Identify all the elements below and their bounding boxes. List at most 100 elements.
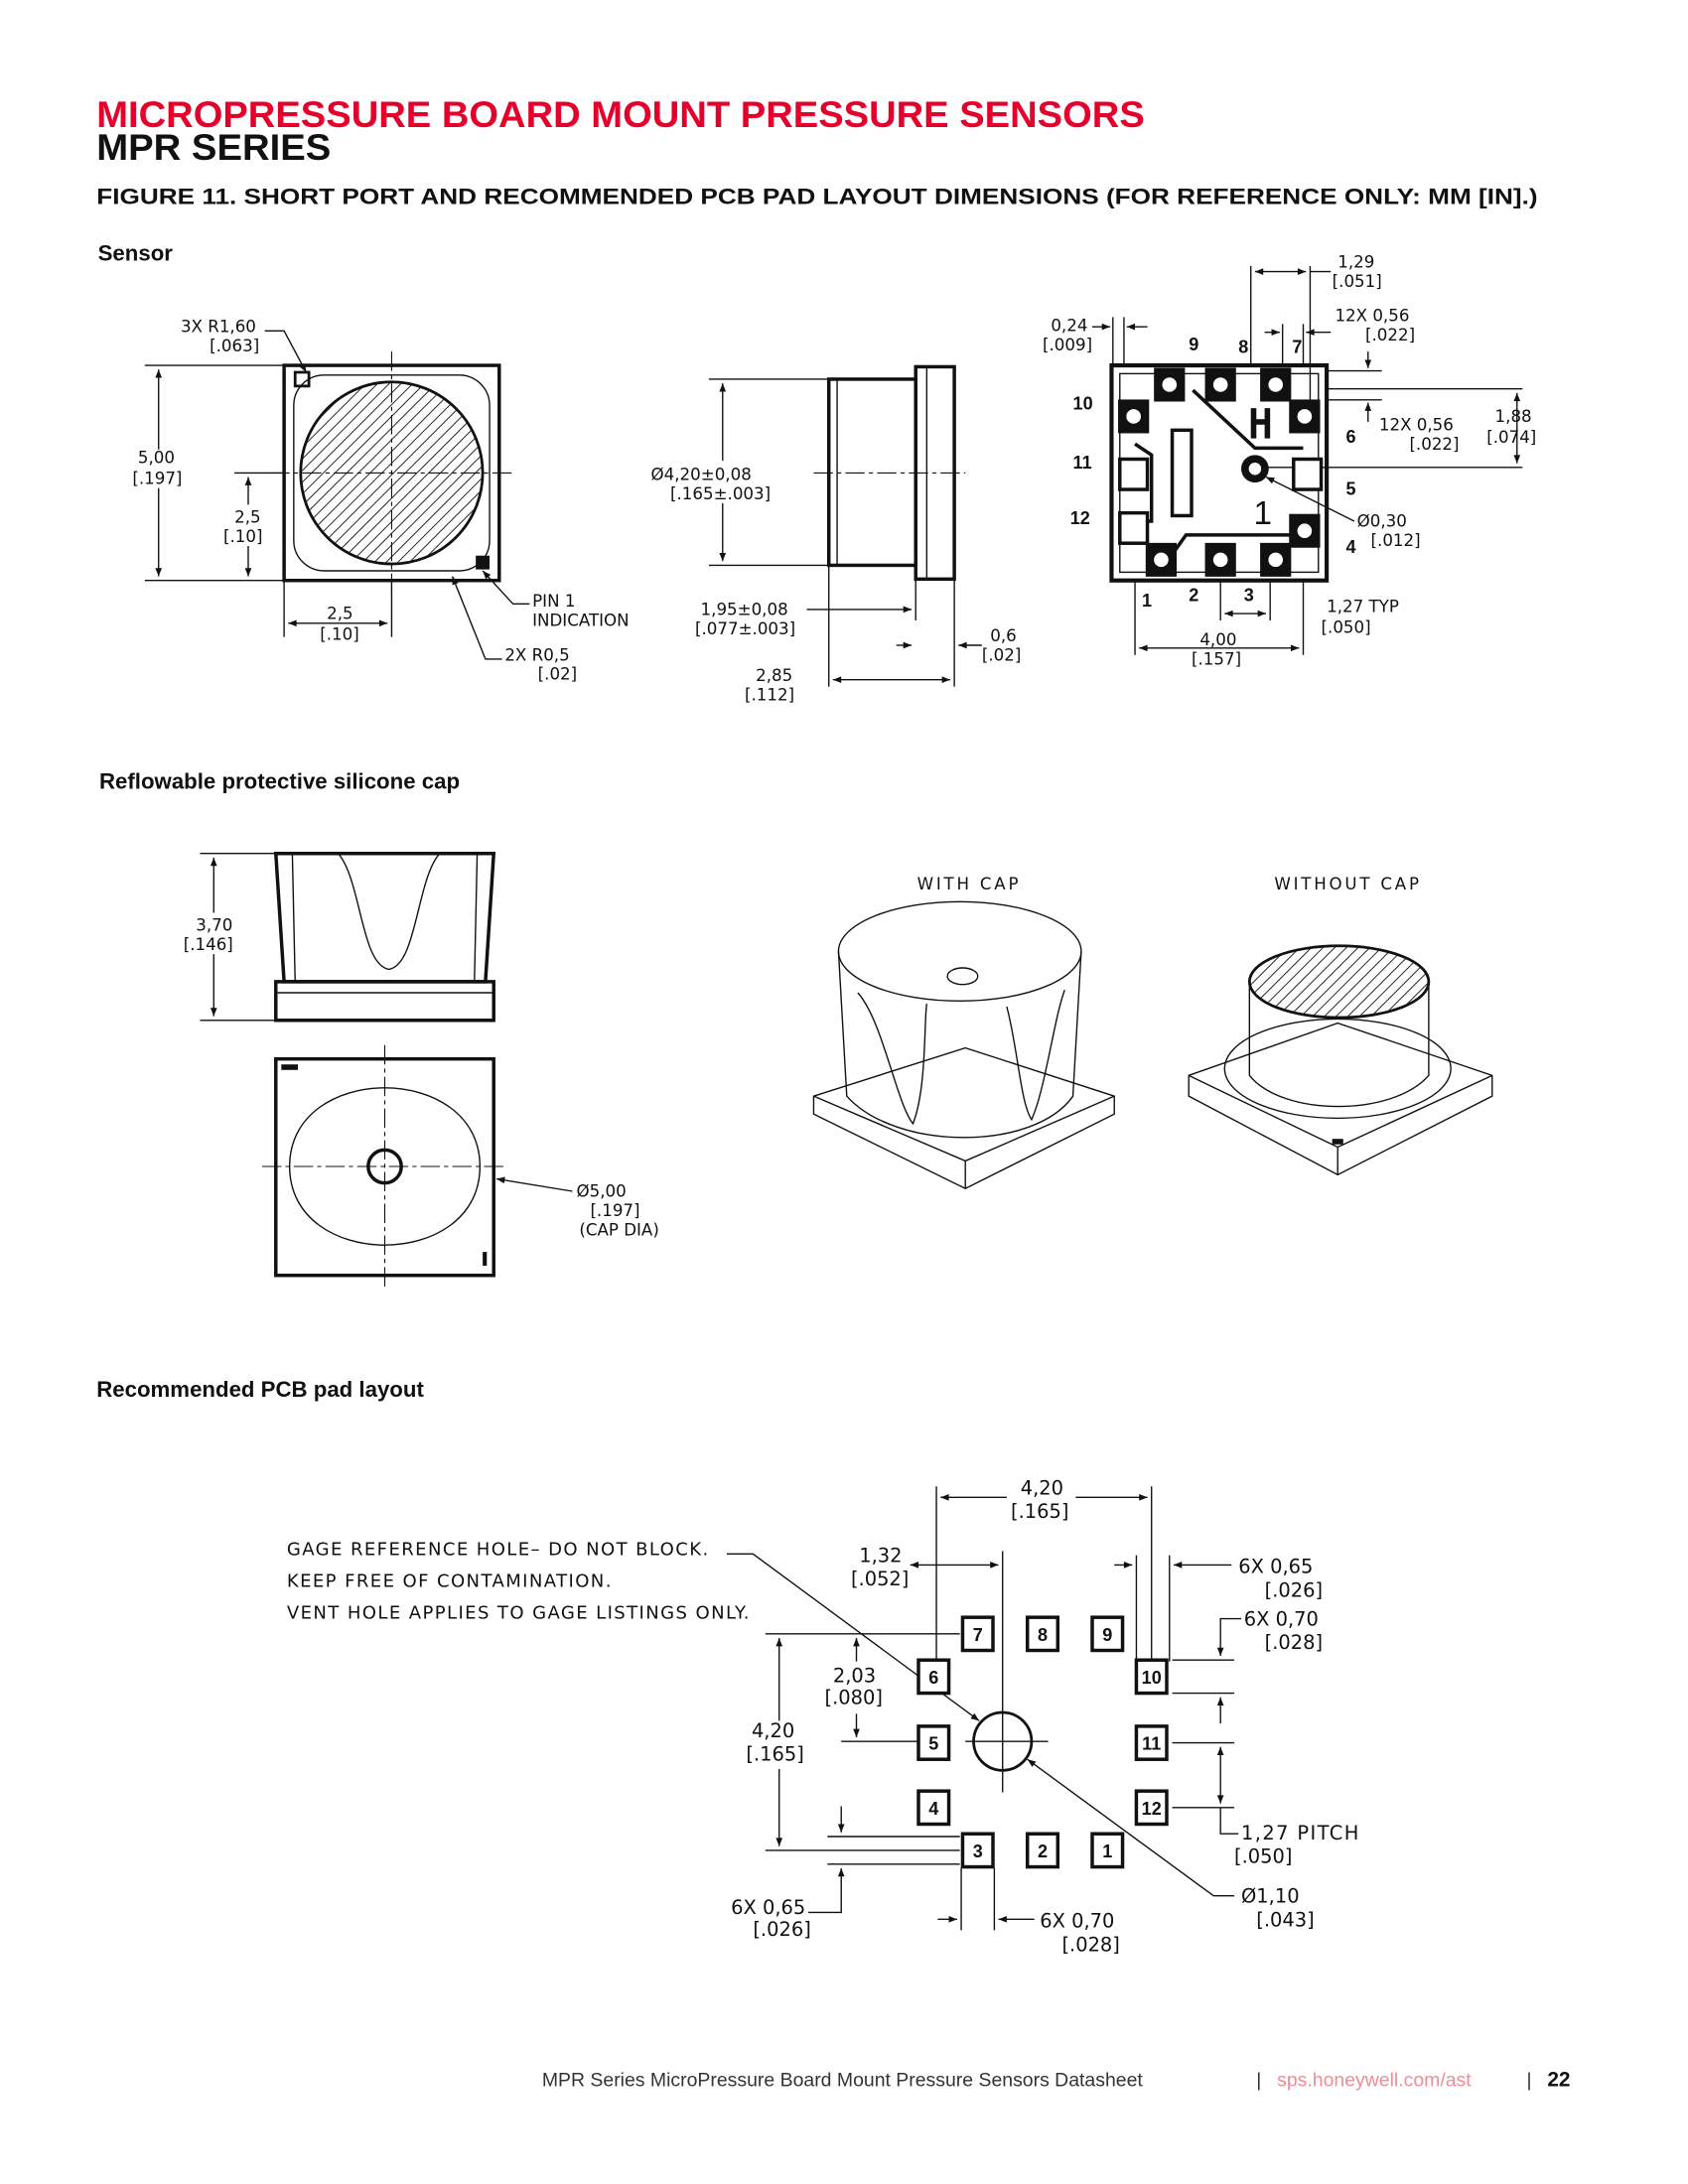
sensor-pad-2 (1204, 542, 1236, 577)
sensor-pin-label-12: 12 (1070, 508, 1090, 528)
dim-height-in: [.197] (132, 469, 182, 487)
dim-corner-radius-in: [.02] (538, 665, 578, 684)
cap-side-view: 3,70 [.146] (184, 851, 496, 1023)
pcb-pad-label: 1 (1102, 1842, 1112, 1861)
pcb-pad-label: 9 (1102, 1625, 1112, 1645)
dim-pcb-height-in: [.165] (746, 1743, 803, 1766)
dim-pad-height: 12X 0,56 (1379, 415, 1454, 434)
center-mark: 1 (1254, 495, 1273, 532)
sensor-pin-label-6: 6 (1346, 427, 1356, 447)
sensor-pad-11 (1118, 457, 1150, 491)
page-number: 22 (1547, 2068, 1570, 2091)
dim-pad-height-right-in: [.028] (1265, 1631, 1323, 1654)
dim-pcb-offset-x-in: [.052] (851, 1568, 909, 1590)
dim-height: 5,00 (138, 449, 175, 468)
dim-pad-width-right: 6X 0,65 (1238, 1556, 1313, 1578)
sensor-pad-12 (1118, 510, 1150, 545)
sensor-pin-label-11: 11 (1073, 453, 1092, 473)
sensor-pad-5 (1292, 457, 1324, 491)
dim-cap-height: 3,70 (196, 916, 232, 935)
dim-pitch: 1,27 TYP (1327, 598, 1399, 616)
dim-pcb-pitch: 1,27 PITCH (1241, 1822, 1360, 1844)
sensor-pad-10 (1118, 399, 1150, 434)
pcb-pad-9: 9 (1090, 1615, 1125, 1653)
pcb-pad-label: 10 (1142, 1668, 1162, 1688)
sensor-pad-1 (1145, 542, 1178, 577)
dim-cap-height-in: [.146] (184, 935, 233, 954)
footer-url-link[interactable]: sps.honeywell.com/ast (1277, 2069, 1472, 2091)
dim-pad-width-right-in: [.026] (1265, 1578, 1323, 1601)
sensor-bottom-view: 1 1,29 [.051] 0,24 [.009] 12X 0,56 [.022… (1043, 252, 1536, 668)
note-line-1: GAGE REFERENCE HOLE– DO NOT BLOCK. (287, 1540, 710, 1561)
dim-port-length-in: [.077±.003] (695, 619, 795, 638)
sensor-pad-3 (1260, 542, 1292, 577)
sensor-pin-label-5: 5 (1346, 479, 1356, 499)
sensor-pad-4 (1289, 513, 1321, 548)
pcb-pad-label: 7 (973, 1625, 983, 1645)
footer-doc-title: MPR Series MicroPressure Board Mount Pre… (542, 2069, 1144, 2091)
dim-port-diameter: Ø4,20±0,08 (651, 465, 752, 483)
dim-edge-in: [.009] (1043, 336, 1092, 354)
dim-pcb-offset-y: 2,03 (833, 1664, 876, 1687)
dim-pad-width-in: [.022] (1365, 326, 1415, 344)
dim-pitch-in: [.050] (1322, 618, 1371, 637)
dim-pcb-height: 4,20 (752, 1719, 794, 1742)
footer: MPR Series MicroPressure Board Mount Pre… (542, 2068, 1571, 2091)
dim-port-diameter-in: [.165±.003] (670, 484, 771, 503)
dim-pad-width-bottom: 6X 0,70 (1040, 1910, 1114, 1933)
dim-pcb-width-in: [.165] (1011, 1500, 1068, 1523)
document-title: MICROPRESSURE BOARD MOUNT PRESSURE SENSO… (96, 93, 1145, 135)
pin1-indication-label: INDICATION (532, 612, 630, 630)
dim-pad-spacing: 1,29 (1337, 252, 1374, 271)
dim-pad-spacing-in: [.051] (1333, 272, 1382, 291)
sensor-pin-label-1: 1 (1142, 591, 1152, 611)
pcb-pad-2: 2 (1025, 1832, 1060, 1869)
dim-width: 4,00 (1199, 630, 1236, 649)
dim-pcb-offset-x: 1,32 (859, 1545, 902, 1568)
dim-edge: 0,24 (1051, 316, 1087, 335)
dim-radius: 3X R1,60 (181, 318, 256, 337)
sensor-pin-label-10: 10 (1073, 393, 1093, 413)
note-line-3: VENT HOLE APPLIES TO GAGE LISTINGS ONLY. (287, 1603, 751, 1624)
section-heading-cap: Reflowable protective silicone cap (99, 768, 460, 793)
sensor-pin-label-8: 8 (1238, 338, 1248, 357)
sensor-top-view: 3X R1,60 [.063] 5,00 [.197] 2,5 [.10] 2,… (132, 318, 629, 684)
dim-half-height-in: [.10] (223, 527, 263, 546)
pcb-pad-4: 4 (916, 1789, 951, 1827)
figure-caption: FIGURE 11. SHORT PORT AND RECOMMENDED PC… (96, 185, 1537, 209)
dim-pcb-width: 4,20 (1021, 1477, 1063, 1500)
dim-pcb-hole: Ø1,10 (1241, 1885, 1300, 1908)
iso-without-cap (1188, 944, 1493, 1176)
footer-separator-2: | (1527, 2069, 1532, 2091)
dim-hole: Ø0,30 (1357, 512, 1407, 531)
footer-separator: | (1256, 2069, 1261, 2091)
cap-dia-label: (CAP DIA) (579, 1220, 659, 1239)
pcb-pad-label: 4 (928, 1799, 938, 1819)
dim-pad-height-in: [.022] (1409, 435, 1459, 454)
pcb-pad-5: 5 (916, 1724, 951, 1761)
dim-pad-height-left-in: [.026] (753, 1918, 810, 1941)
pcb-pad-label: 8 (1038, 1625, 1048, 1645)
dim-offset-in: [.074] (1486, 428, 1536, 447)
sensor-pad-8 (1204, 367, 1236, 402)
sensor-side-view: Ø4,20±0,08 [.165±.003] 1,95±0,08 [.077±.… (651, 364, 1022, 705)
sensor-pin-label-3: 3 (1244, 586, 1254, 606)
dim-total: 2,85 (756, 666, 792, 685)
sensor-pin-label-4: 4 (1346, 537, 1356, 557)
sensor-pad-6 (1289, 399, 1321, 434)
cap-top-view: Ø5,00 [.197] (CAP DIA) (261, 1044, 659, 1290)
dim-total-in: [.112] (745, 686, 794, 705)
pcb-pad-7: 7 (960, 1615, 995, 1653)
pcb-pad-label: 11 (1142, 1734, 1161, 1754)
section-heading-sensor: Sensor (98, 241, 174, 266)
sensor-pin-label-2: 2 (1189, 586, 1198, 606)
pcb-pad-label: 3 (973, 1842, 983, 1861)
dim-base-in: [.02] (982, 645, 1022, 664)
dim-pad-width: 12X 0,56 (1335, 307, 1409, 326)
dim-cap-diameter-in: [.197] (590, 1201, 639, 1220)
pin1-label: PIN 1 (532, 592, 575, 611)
dim-width-in: [.157] (1192, 649, 1241, 668)
pcb-pad-1: 1 (1090, 1832, 1125, 1869)
dim-half-width-in: [.10] (320, 624, 358, 643)
